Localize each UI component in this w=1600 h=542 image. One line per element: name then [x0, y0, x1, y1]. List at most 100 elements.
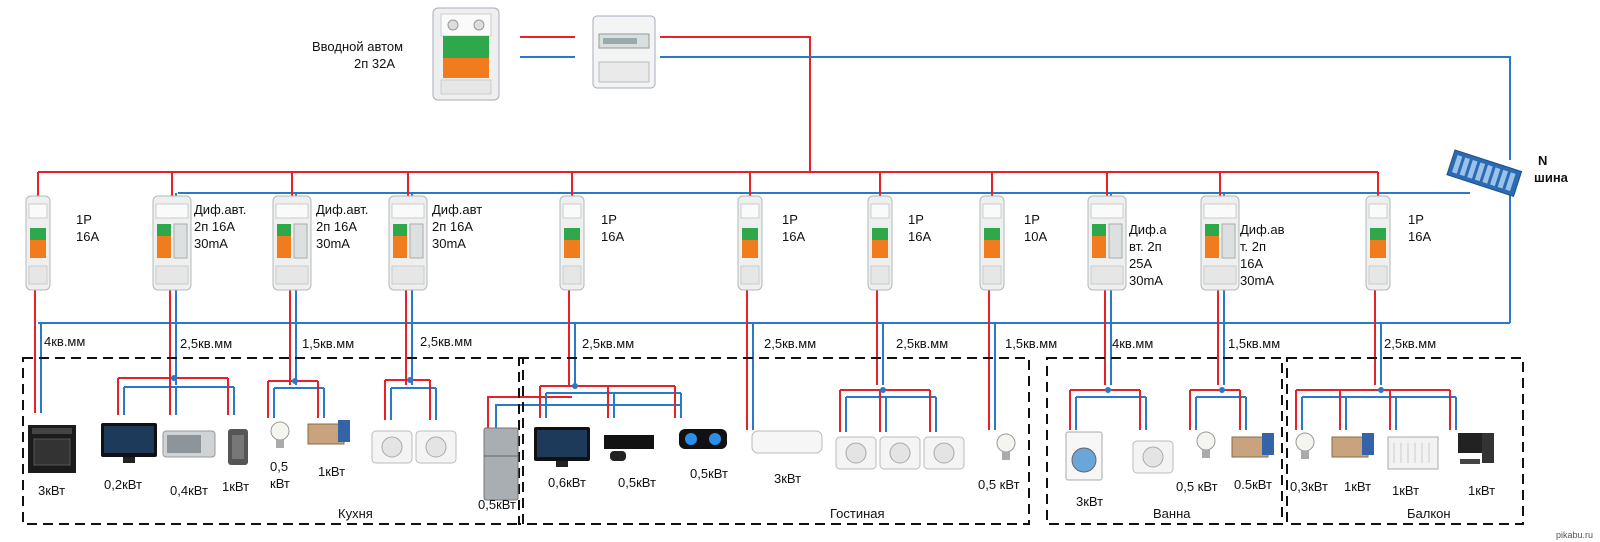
device-6-power-label: 1кВт — [318, 464, 346, 479]
zone-4-frame — [1286, 357, 1524, 525]
breaker-7-label-line: 16A — [908, 229, 932, 244]
breaker-10-icon — [1200, 195, 1240, 291]
breaker-4-icon — [388, 195, 428, 291]
breaker-4-label-line: Диф.авт — [432, 202, 483, 217]
breaker-8-label-line: 10A — [1024, 229, 1048, 244]
device-2-power-label: 0,2кВт — [104, 477, 142, 492]
tv-icon — [534, 427, 590, 467]
main-breaker-label: Вводной автом 2п 32А — [312, 38, 403, 72]
socket-icon — [835, 436, 965, 470]
device-4-power-label: 1кВт — [222, 479, 250, 494]
breaker-5-label-line: 16A — [601, 229, 625, 244]
device-21-power-label: 1кВт — [1392, 483, 1420, 498]
computer-icon — [1458, 433, 1494, 464]
heating-mat-icon — [1231, 433, 1274, 458]
breaker-4-label: Диф.авт 2п 16А 30mA — [432, 201, 482, 252]
microwave-icon — [162, 430, 216, 458]
breaker-5-icon — [559, 195, 585, 291]
meter-phase-wire — [660, 36, 811, 172]
breaker-5-label-line: 1P — [601, 212, 617, 227]
breaker-4-cable-label: 2,5кв.мм — [420, 334, 473, 349]
zone-1-frame — [22, 357, 524, 525]
junction-dot — [880, 387, 886, 393]
convector-icon — [1387, 436, 1439, 470]
breaker-10-label-line: 30mA — [1240, 273, 1274, 288]
heating-mat-icon — [307, 420, 350, 445]
breaker-7-icon — [867, 195, 893, 291]
fridge-neutral-wire — [495, 404, 680, 428]
breaker-3-label-line: 30mA — [316, 236, 350, 251]
breaker-7-label-line: 1P — [908, 212, 924, 227]
junction-dot — [1378, 387, 1384, 393]
air-conditioner-icon — [751, 430, 823, 454]
fridge-icon — [483, 427, 519, 501]
tv-icon — [101, 423, 157, 463]
device-9-power-label: 0,6кВт — [548, 475, 586, 490]
breaker-1-icon — [25, 195, 51, 291]
breaker-4-label-line: 30mA — [432, 236, 466, 251]
device-10-power-label: 0,5кВт — [618, 475, 656, 490]
breaker-7-cable-label: 2,5кв.мм — [896, 336, 949, 351]
junction-dot — [407, 377, 413, 383]
breaker-11-label-line: 16A — [1408, 229, 1432, 244]
breaker-6-label-line: 1P — [782, 212, 798, 227]
junction-dot — [1219, 387, 1225, 393]
main-breaker-label-line: 2п 32А — [354, 56, 396, 71]
main-breaker-label-line: Вводной автом — [312, 39, 404, 54]
zone-2-name: Гостиная — [830, 506, 885, 521]
zone-3-frame — [1046, 357, 1283, 525]
junction-dot — [1105, 387, 1111, 393]
heating-mat-icon — [1331, 433, 1374, 458]
breaker-11-icon — [1365, 195, 1391, 291]
device-17-power-label: 0,5 кВт — [1176, 479, 1218, 494]
breaker-9-label-line: вт. 2п — [1129, 239, 1162, 254]
breaker-6-cable-label: 2,5кв.мм — [764, 336, 817, 351]
breaker-2-cable-label: 2,5кв.мм — [180, 336, 233, 351]
lamp-icon — [1196, 431, 1216, 458]
breaker-8-icon — [979, 195, 1005, 291]
breaker-11-label-line: 1P — [1408, 212, 1424, 227]
breaker-9-label-line: 30mA — [1129, 273, 1163, 288]
zone-2-frame — [518, 357, 1030, 525]
watermark-label: pikabu.ru — [1556, 530, 1594, 540]
device-8-power-label: 0,5кВт — [478, 497, 516, 512]
breaker-9-icon — [1087, 195, 1127, 291]
meter-neutral-wire — [660, 56, 1511, 160]
breaker-1-label-line: 1P — [76, 212, 92, 227]
lamp-icon — [270, 421, 290, 448]
speaker-icon — [679, 429, 727, 449]
breaker-10-label-line: т. 2п — [1240, 239, 1267, 254]
junction-dot — [292, 378, 298, 384]
junction-dot — [171, 375, 177, 381]
device-19-power-label: 0,3кВт — [1290, 479, 1328, 494]
breaker-5-cable-label: 2,5кв.мм — [582, 336, 635, 351]
junction-dot — [572, 383, 578, 389]
device-15-power-label: 3кВт — [1076, 494, 1104, 509]
breaker-1-label-line: 16A — [76, 229, 100, 244]
breaker-3-cable-label: 1,5кв.мм — [302, 336, 355, 351]
device-22-power-label: 1кВт — [1468, 483, 1496, 498]
breaker-2-label-line: 2п 16А — [194, 219, 236, 234]
breaker-2-label-line: Диф.авт. — [194, 202, 247, 217]
device-12-power-label: 3кВт — [774, 471, 802, 486]
zone-4-name: Балкон — [1407, 506, 1451, 521]
breaker-11-cable-label: 2,5кв.мм — [1384, 336, 1437, 351]
breaker-6-icon — [737, 195, 763, 291]
kettle-icon — [228, 429, 248, 465]
lamp-icon — [1295, 432, 1315, 459]
breaker-1-cable-label: 4кв.мм — [44, 334, 86, 349]
breaker-4-label-line: 2п 16А — [432, 219, 474, 234]
breaker-9-label-line: Диф.а — [1129, 222, 1167, 237]
n-bus-icon — [1446, 149, 1523, 197]
lamp-icon — [996, 433, 1016, 460]
breaker-2-label-line: 30mA — [194, 236, 228, 251]
device-14-power-label: 0,5 кВт — [978, 477, 1020, 492]
fridge-phase-wire — [487, 396, 572, 428]
zone-3-name: Ванна — [1153, 506, 1191, 521]
